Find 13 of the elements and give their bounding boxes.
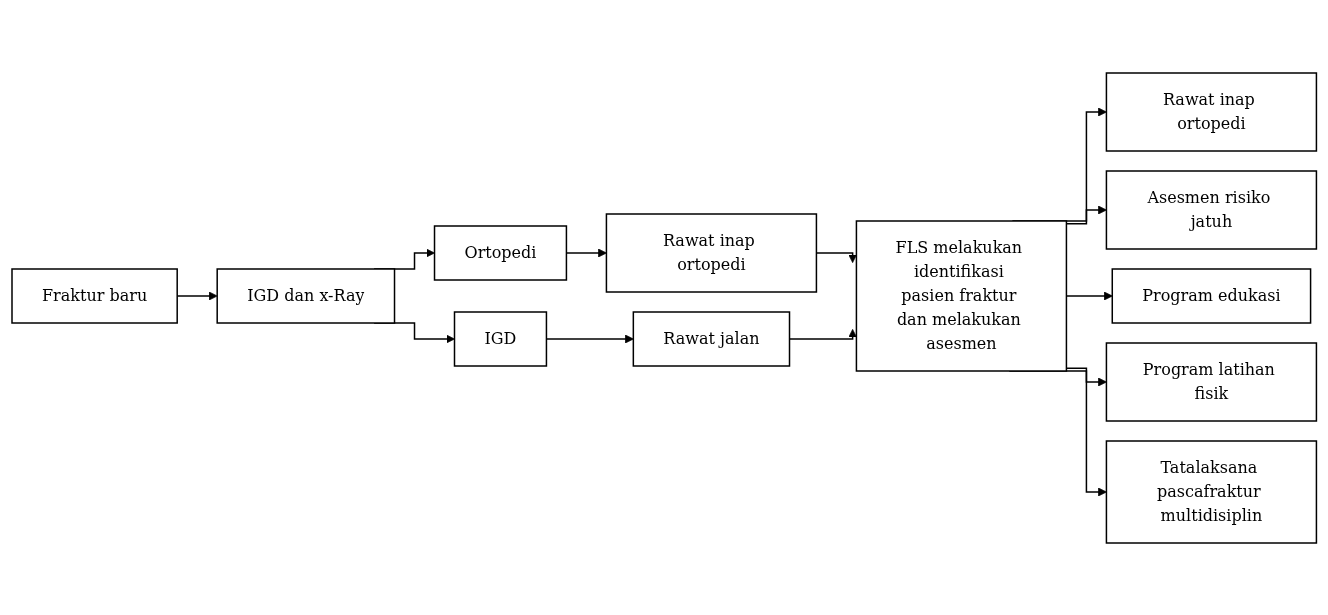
node-box: FLS melakukan identifikasi pasien fraktur dan melakukan asesmen: [855, 219, 1067, 372]
node-box: Asesmen risiko jatuh: [1105, 169, 1317, 250]
node-box: Tatalaksana pascafraktur multidisiplin: [1105, 439, 1317, 544]
node-box: IGD: [453, 310, 547, 367]
node-box: Rawat inap ortopedi: [605, 212, 817, 293]
node-box: IGD dan x-Ray: [216, 267, 396, 324]
node-box: Program latihan fisik: [1105, 341, 1317, 422]
node-box: Rawat jalan: [632, 310, 791, 367]
arrow: [1065, 367, 1107, 386]
node-box: Fraktur baru: [11, 267, 178, 324]
node-box: Ortopedi: [433, 224, 567, 281]
node-box: Program edukasi: [1111, 267, 1312, 324]
node-box: Rawat inap ortopedi: [1105, 71, 1317, 152]
